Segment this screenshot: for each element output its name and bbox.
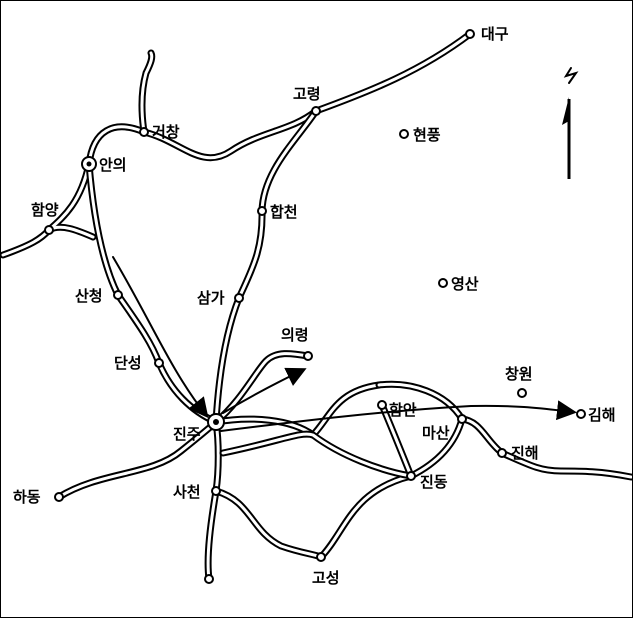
label-changwon: 창원 <box>505 365 533 383</box>
town-marker-changwon <box>517 388 527 398</box>
town-marker-uiryeong <box>303 351 313 361</box>
road-goryeong-daegu <box>312 30 474 115</box>
town-marker-danseong <box>154 358 164 368</box>
towns <box>44 29 586 584</box>
label-jindong: 진동 <box>420 473 448 491</box>
road-sacheon-goseong <box>212 487 325 561</box>
town-marker-goryeong <box>311 106 321 116</box>
place-labels: 대구 고령 거창 현풍 안의 합천 함양 영산 삼가 산청 의령 창원 단성 함… <box>13 25 616 587</box>
label-haman: 함안 <box>389 401 417 419</box>
road-hapcheon-samga <box>235 207 266 302</box>
town-marker-goseong <box>316 552 326 562</box>
town-marker-gimhae <box>576 409 586 419</box>
town-marker-daegu <box>465 29 475 39</box>
town-marker-jinhae <box>497 448 507 458</box>
label-samga: 삼가 <box>197 289 225 307</box>
label-goryeong: 고령 <box>293 85 321 103</box>
arrow-to-jinju <box>112 256 209 419</box>
town-marker-sacheon <box>211 486 221 496</box>
town-marker-hadong <box>54 492 64 502</box>
label-danseong: 단성 <box>114 354 142 372</box>
label-jinhae: 진해 <box>511 444 539 462</box>
north-arrow <box>562 67 579 179</box>
town-marker-hapcheon <box>257 206 267 216</box>
arrow-to-gimhae <box>220 400 577 432</box>
town-marker-haman <box>377 400 387 410</box>
town-marker-masan <box>457 414 467 424</box>
label-hamyang: 함양 <box>31 201 59 219</box>
direction-arrows <box>112 256 577 432</box>
town-marker-yeongsan <box>438 278 448 288</box>
label-daegu: 대구 <box>481 25 509 43</box>
road-goseong-jindong <box>317 472 415 561</box>
town-marker-jindong <box>406 471 416 481</box>
town-marker-hyeonpung <box>399 129 409 139</box>
town-marker-geochang <box>139 127 149 137</box>
label-hadong: 하동 <box>13 488 41 506</box>
road-anui-sancheong <box>85 160 122 299</box>
town-marker-samga <box>234 293 244 303</box>
roads-layer <box>1 30 632 583</box>
label-geochang: 거창 <box>152 123 180 141</box>
label-masan: 마산 <box>422 424 450 442</box>
town-marker-south-end <box>204 574 214 584</box>
town-marker-hamyang <box>44 225 54 235</box>
town-marker-sancheong <box>113 290 123 300</box>
arrow-to-uiryeong <box>222 367 307 414</box>
label-uiryeong: 의령 <box>281 326 309 344</box>
label-yeongsan: 영산 <box>451 275 479 293</box>
label-sancheong: 산청 <box>75 287 103 305</box>
label-gimhae: 김해 <box>588 406 616 424</box>
label-hapcheon: 합천 <box>270 203 298 221</box>
label-jinju: 진주 <box>173 425 201 443</box>
label-hyeonpung: 현풍 <box>413 126 441 144</box>
road-danseong-jinju <box>155 359 220 426</box>
label-sacheon: 사천 <box>173 483 201 501</box>
label-goseong: 고성 <box>312 569 340 587</box>
label-anui: 안의 <box>99 156 127 174</box>
